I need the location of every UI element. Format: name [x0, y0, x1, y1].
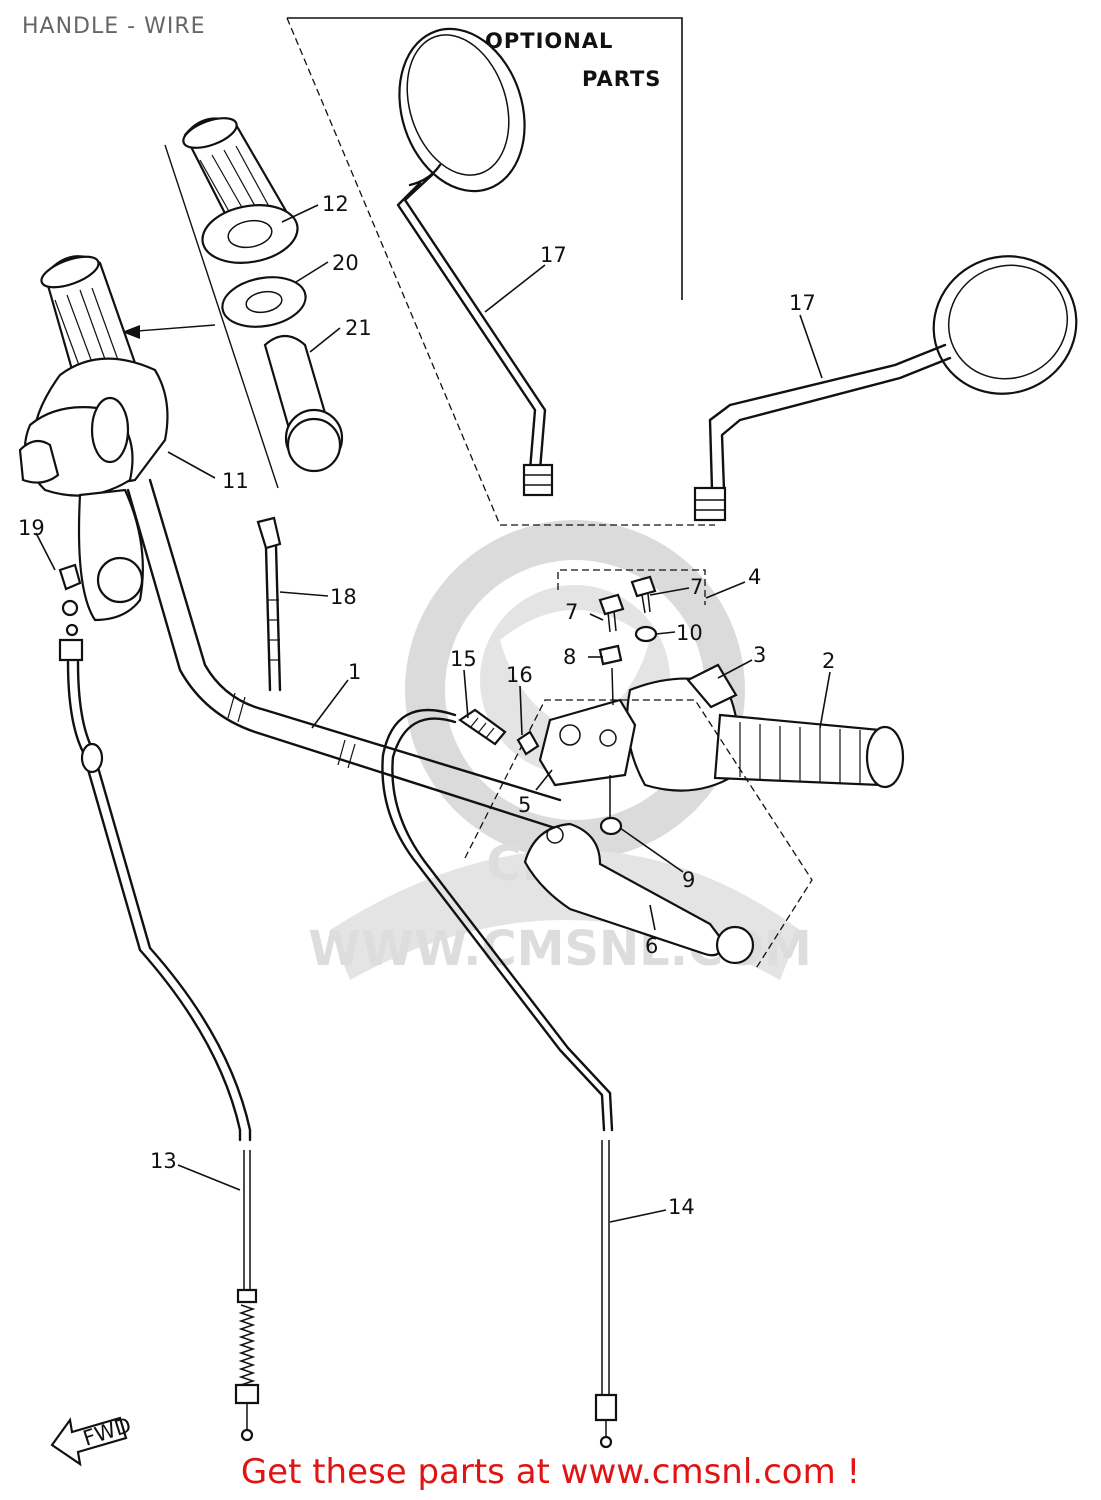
callout-20: 20 — [332, 251, 359, 275]
bolt-bracket-4 — [557, 569, 706, 605]
fwd-text: FWD — [80, 1413, 134, 1451]
callout-21: 21 — [345, 316, 372, 340]
footer-promo-text: Get these parts at www.cmsnl.com ! — [240, 1452, 861, 1492]
nut-9 — [599, 775, 623, 836]
callout-10: 10 — [676, 621, 703, 645]
cable-tie-18 — [256, 516, 282, 692]
throttle-assembly-11 — [18, 255, 169, 622]
callout-labels: 12 20 21 17 17 11 19 18 1 15 16 7 7 10 8… — [18, 192, 835, 1219]
washer-10 — [634, 625, 658, 643]
callout-6: 6 — [645, 934, 658, 958]
mirror-right — [693, 255, 1078, 522]
callout-19: 19 — [18, 516, 45, 540]
grip-12 — [182, 117, 299, 264]
callout-7-upper: 7 — [690, 575, 703, 599]
leader-lines — [35, 204, 831, 1223]
callout-8: 8 — [563, 645, 576, 669]
callout-2: 2 — [822, 649, 835, 673]
callout-11: 11 — [222, 469, 249, 493]
mirror-left — [396, 27, 554, 497]
optional-parts-box: OPTIONAL PARTS — [286, 17, 715, 526]
callout-4: 4 — [748, 565, 761, 589]
optional-parts-label-2: PARTS — [582, 67, 661, 91]
washer-20 — [221, 276, 307, 328]
screw-19 — [58, 563, 82, 617]
right-grip-2 — [626, 663, 905, 792]
lever-assy-box — [464, 699, 813, 971]
page-title: HANDLE - WIRE — [22, 14, 206, 39]
bolt-7-upper — [630, 575, 657, 614]
lever-holder-5 — [538, 698, 637, 787]
callout-16: 16 — [506, 663, 533, 687]
callout-7-lower: 7 — [565, 600, 578, 624]
callout-5: 5 — [518, 793, 531, 817]
nut-8 — [598, 644, 623, 706]
handlebar-1 — [126, 478, 562, 830]
callout-15: 15 — [450, 647, 477, 671]
callout-14: 14 — [668, 1195, 695, 1219]
callout-13: 13 — [150, 1149, 177, 1173]
callout-12: 12 — [322, 192, 349, 216]
optional-parts-label-1: OPTIONAL — [485, 29, 613, 53]
clutch-cable-14 — [381, 708, 618, 1449]
locknut-16 — [516, 730, 540, 756]
callout-3: 3 — [753, 643, 766, 667]
throttle-cable-13 — [58, 623, 260, 1442]
cable-adjuster-15 — [458, 708, 507, 746]
callout-18: 18 — [330, 585, 357, 609]
callout-17-right: 17 — [789, 291, 816, 315]
callout-17-left: 17 — [540, 243, 567, 267]
throttle-pipe-21 — [263, 334, 344, 473]
bolt-7-lower — [598, 593, 625, 633]
clutch-lever-6 — [523, 822, 755, 965]
grip-inset — [122, 144, 279, 489]
callout-1: 1 — [348, 660, 361, 684]
callout-9: 9 — [682, 868, 695, 892]
